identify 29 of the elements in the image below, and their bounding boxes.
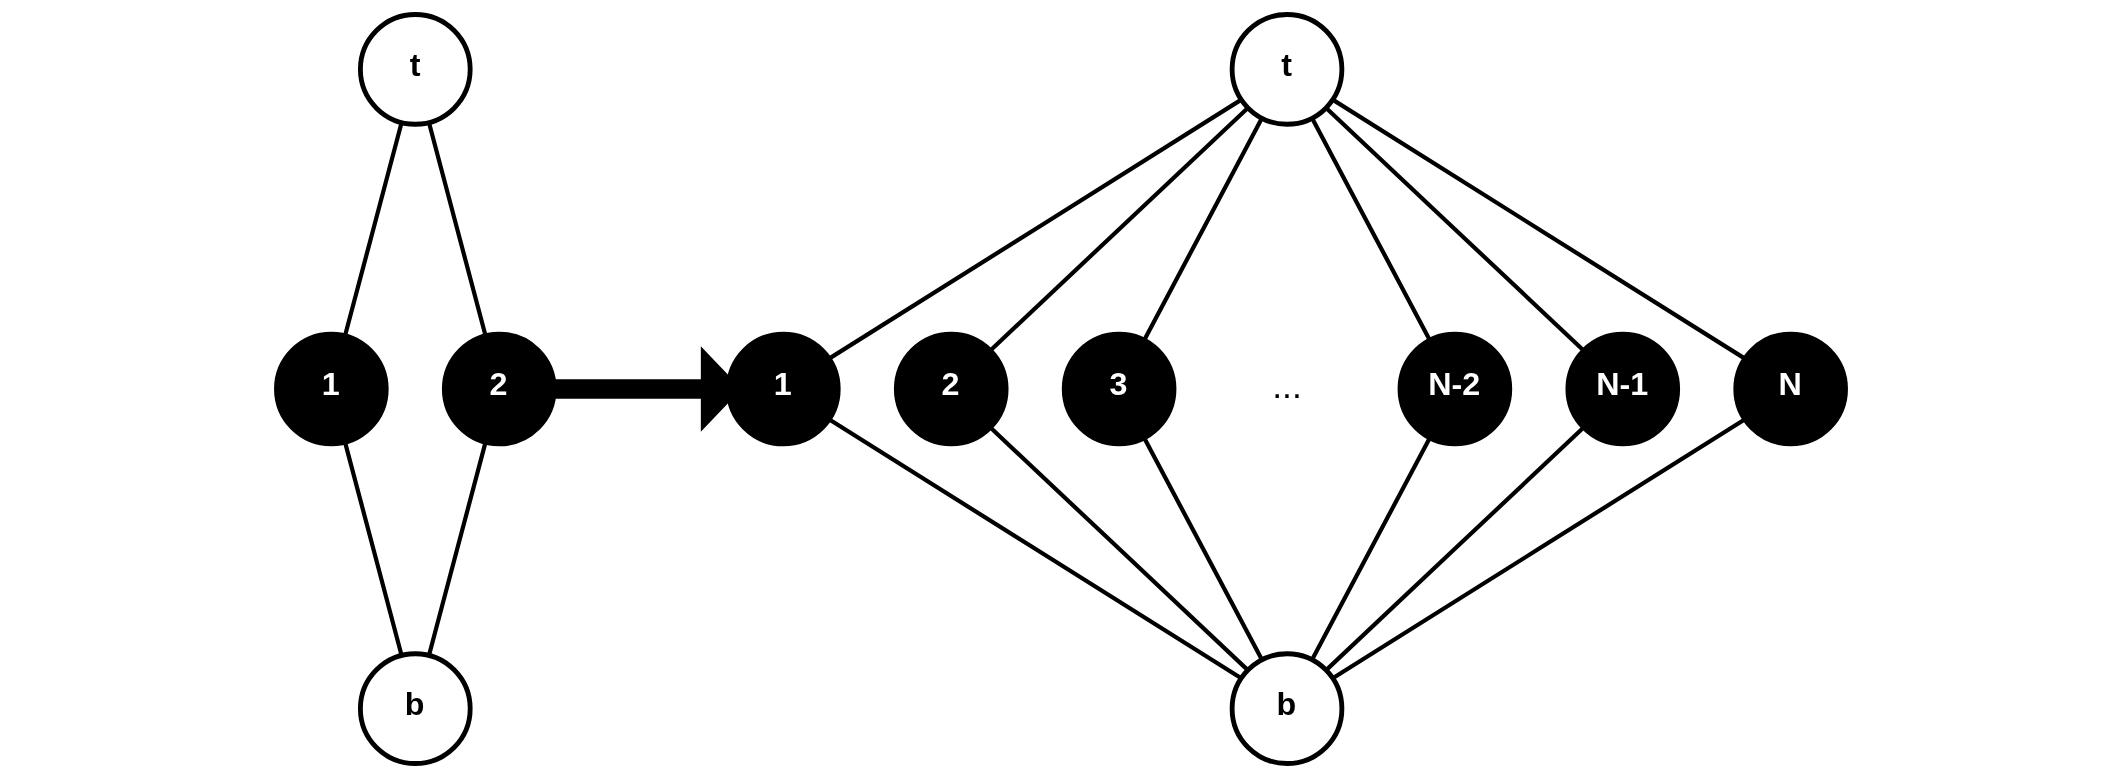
connector — [1324, 106, 1585, 352]
connector — [1310, 117, 1432, 341]
connector — [1331, 417, 1746, 681]
connector — [988, 426, 1249, 672]
connector — [827, 98, 1243, 361]
connector — [989, 106, 1250, 352]
node-circle: 2 — [893, 331, 1009, 447]
node-circle: N-1 — [1565, 331, 1681, 447]
connector — [1325, 426, 1586, 672]
connector — [1142, 117, 1264, 341]
node-circle: 3 — [1061, 331, 1177, 447]
node-circle: b — [1229, 651, 1345, 766]
node-circle: N — [1733, 331, 1848, 447]
connector — [1310, 437, 1432, 661]
connector — [427, 122, 488, 337]
label: ... — [1272, 366, 1302, 407]
connector — [427, 442, 488, 656]
connector — [343, 122, 404, 337]
node-circle: t — [357, 12, 473, 127]
node-circle: 1 — [726, 331, 841, 447]
node-circle: N-2 — [1397, 331, 1513, 447]
node-circle: b — [357, 651, 473, 766]
node-circle: 1 — [274, 331, 389, 447]
node-circle: 2 — [441, 331, 557, 447]
connector — [343, 442, 404, 656]
connector — [828, 417, 1243, 681]
connector — [1142, 437, 1264, 661]
connector — [1331, 98, 1747, 361]
node-circle: t — [1229, 12, 1345, 127]
